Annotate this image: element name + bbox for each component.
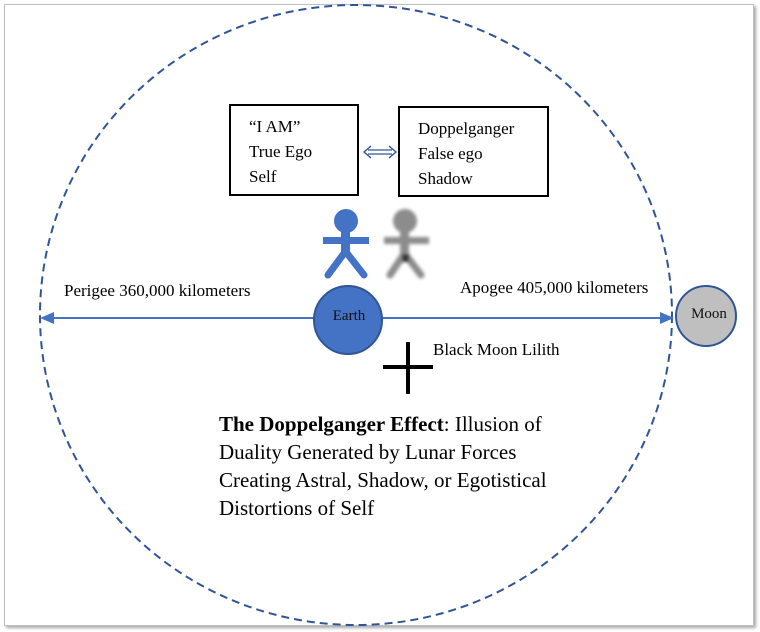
stick-figure-icon xyxy=(323,209,369,279)
diagram-caption: The Doppelganger Effect: Illusion of Dua… xyxy=(219,410,589,522)
doppelganger-box: Doppelganger False ego Shadow xyxy=(398,106,549,197)
moon-label: Moon xyxy=(691,306,727,322)
moon-circle xyxy=(675,285,737,347)
orbit-ellipse xyxy=(39,4,673,626)
doppelganger-line-1: Doppelganger xyxy=(418,119,515,138)
doppelganger-line-3: Shadow xyxy=(418,169,473,188)
apogee-label: Apogee 405,000 kilometers xyxy=(460,278,649,297)
true-self-box: “I AM” True Ego Self xyxy=(229,104,359,196)
caption-title: The Doppelganger Effect xyxy=(219,412,444,436)
perigee-label: Perigee 360,000 kilometers xyxy=(64,281,251,300)
true-self-line-2: True Ego xyxy=(249,142,313,161)
true-self-line-3: Self xyxy=(249,167,277,186)
double-arrow-icon xyxy=(362,145,398,159)
earth-circle xyxy=(313,285,383,355)
shadow-figure-icon xyxy=(384,209,429,279)
black-moon-lilith-symbol xyxy=(383,292,433,394)
true-self-line-1: “I AM” xyxy=(249,117,301,136)
caption-text: : Illusion of Duality Generated by Lunar… xyxy=(219,412,547,520)
earth-label: Earth xyxy=(332,308,366,324)
lilith-label: Black Moon Lilith xyxy=(433,340,560,359)
doppelganger-line-2: False ego xyxy=(418,144,483,163)
